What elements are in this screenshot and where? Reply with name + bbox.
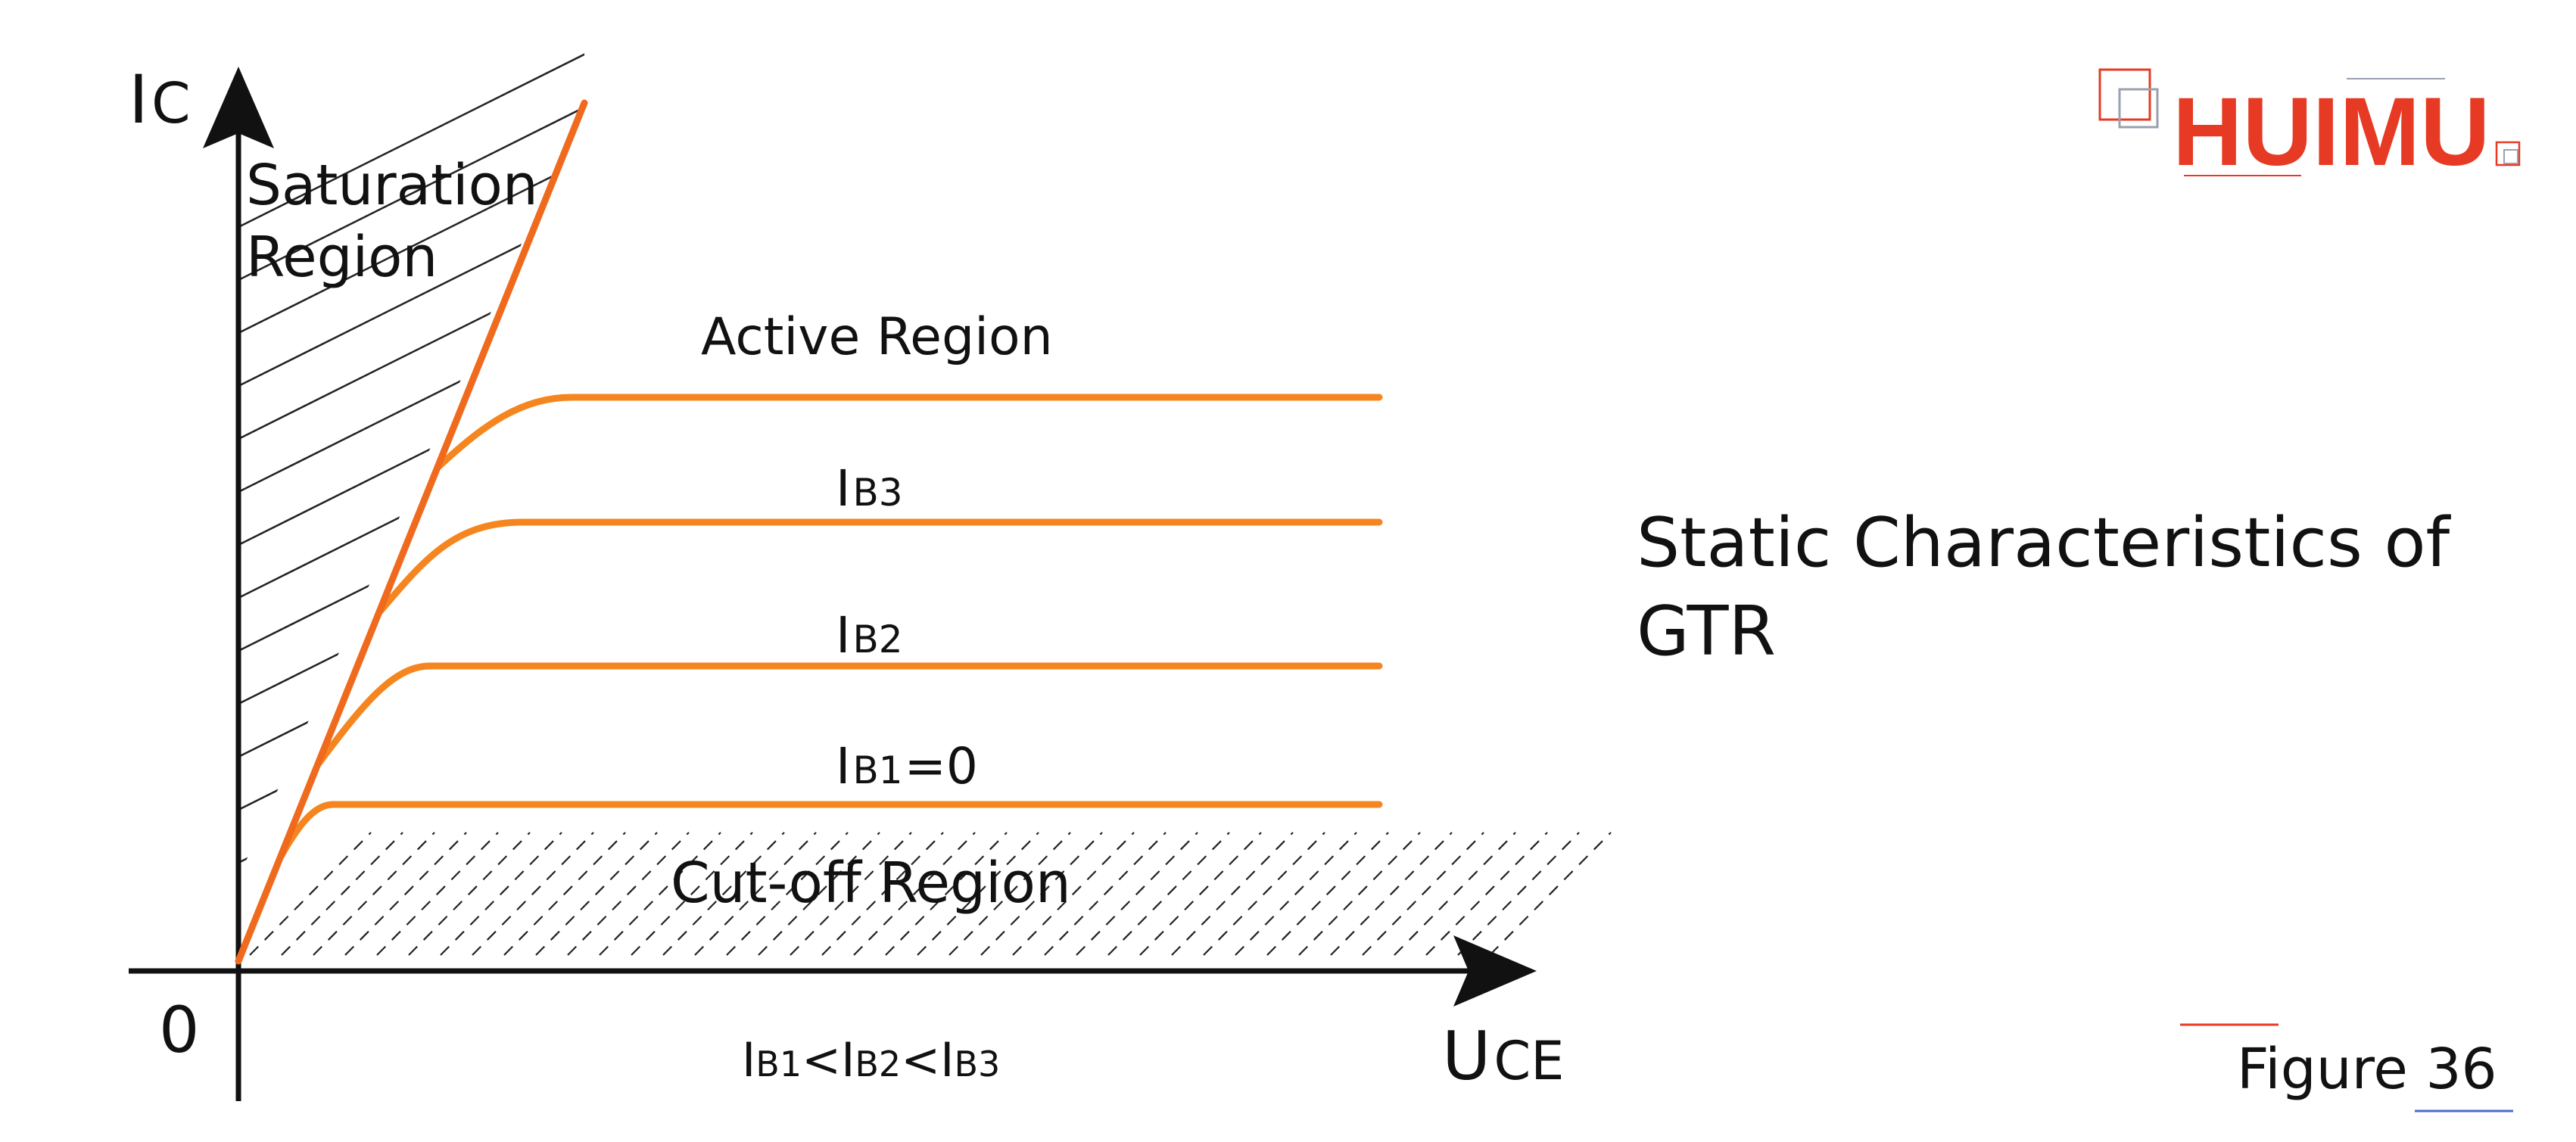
- cutoff-hatch-line: [1362, 832, 1484, 956]
- y-axis-arrowhead: [203, 67, 274, 148]
- cutoff-region-hatch: [249, 832, 1612, 956]
- saturation-hatch-line: [238, 338, 584, 599]
- logo-square-4: [2503, 149, 2518, 164]
- axis-labels: IC 0 UCE: [129, 61, 1565, 1095]
- logo-square-1: [2098, 68, 2151, 121]
- cutoff-hatch-line: [313, 832, 435, 956]
- cutoff-hatch-line: [1394, 832, 1516, 956]
- cutoff-hatch-line: [1489, 832, 1612, 956]
- cutoff-hatch-line: [758, 832, 880, 956]
- title-line-1: Static Characteristics of: [1637, 503, 2452, 583]
- cutoff-hatch-line: [1139, 832, 1262, 956]
- logo-text: HUIMU: [2173, 78, 2490, 186]
- x-axis-arrowhead: [1453, 935, 1537, 1007]
- cutoff-hatch-line: [281, 832, 403, 956]
- cutoff-hatch-line: [1457, 832, 1580, 956]
- cutoff-hatch-line: [440, 832, 562, 956]
- cutoff-hatch-line: [1266, 832, 1389, 956]
- cutoff-hatch-line: [948, 832, 1071, 956]
- logo-square-3: [2495, 141, 2521, 166]
- axes: [129, 67, 1537, 1101]
- curve-label-ib1: IB1=0: [836, 737, 978, 795]
- saturation-hatch-line: [238, 0, 584, 229]
- saturation-hatch-line: [238, 20, 584, 282]
- region-labels: Saturation Region Active Region Cut-off …: [246, 153, 1071, 916]
- ib-relation-label: IB1<IB2<IB3: [742, 1032, 1000, 1088]
- cutoff-hatch-line: [885, 832, 1008, 956]
- saturation-hatch-line: [238, 126, 584, 387]
- cutoff-hatch-line: [535, 832, 658, 956]
- y-axis-label: IC: [129, 61, 191, 138]
- curve-label-ib2: IB2: [836, 606, 903, 664]
- cutoff-hatch-line: [503, 832, 626, 956]
- cutoff-hatch-line: [1298, 832, 1421, 956]
- cutoff-hatch-line: [1171, 832, 1294, 956]
- cutoff-hatch-line: [1012, 832, 1135, 956]
- title-line-2: GTR: [1637, 592, 1776, 671]
- cutoff-hatch-line: [249, 832, 372, 956]
- curve-ib3: [376, 518, 1383, 615]
- characteristic-curves: [235, 99, 1383, 965]
- cutoff-hatch-line: [694, 832, 817, 956]
- saturation-hatch-line: [238, 602, 584, 864]
- cutoff-hatch-line: [1076, 832, 1198, 956]
- figure-label: Figure 36: [2237, 1037, 2497, 1102]
- x-axis-label: UCE: [1442, 1017, 1565, 1095]
- cutoff-hatch-line: [599, 832, 721, 956]
- saturation-hatch-line: [238, 708, 584, 878]
- figure-caption: Figure 36: [2180, 1023, 2513, 1112]
- cutoff-hatch-line: [853, 832, 976, 956]
- cutoff-hatch-line: [344, 832, 467, 956]
- curve-top: [434, 394, 1383, 471]
- saturation-boundary-line: [235, 99, 588, 965]
- cutoff-hatch-line: [790, 832, 912, 956]
- cutoff-hatch-line: [1330, 832, 1453, 956]
- saturation-region-label-line2: Region: [246, 225, 438, 290]
- cutoff-region-label: Cut-off Region: [671, 851, 1071, 916]
- active-region-label: Active Region: [701, 307, 1053, 367]
- cutoff-hatch-line: [980, 832, 1103, 956]
- cutoff-hatch-line: [1235, 832, 1357, 956]
- curve-label-ib3: IB3: [836, 459, 903, 518]
- saturation-hatch-line: [238, 496, 584, 758]
- saturation-hatch-line: [238, 73, 584, 335]
- origin-label: 0: [159, 993, 199, 1067]
- curve-labels: IB3 IB2 IB1=0 IB1<IB2<IB3: [742, 459, 1000, 1088]
- cutoff-hatch-line: [726, 832, 849, 956]
- cutoff-hatch-line: [408, 832, 531, 956]
- saturation-region-label-line1: Saturation: [246, 153, 538, 218]
- cutoff-hatch-line: [662, 832, 785, 956]
- cutoff-hatch-line: [376, 832, 499, 956]
- cutoff-hatch-line: [917, 832, 1039, 956]
- cutoff-hatch-line: [567, 832, 690, 956]
- logo-square-2: [2118, 88, 2159, 129]
- curve-ib2: [314, 662, 1383, 768]
- huimu-logo: HUIMU: [2098, 68, 2521, 186]
- side-title: Static Characteristics of GTR: [1637, 503, 2452, 671]
- cutoff-hatch-line: [1044, 832, 1167, 956]
- cutoff-hatch-line: [1425, 832, 1548, 956]
- cutoff-hatch-line: [472, 832, 594, 956]
- cutoff-hatch-line: [821, 832, 944, 956]
- cutoff-hatch-line: [1203, 832, 1325, 956]
- cutoff-hatch-line: [631, 832, 753, 956]
- cutoff-hatch-line: [1107, 832, 1230, 956]
